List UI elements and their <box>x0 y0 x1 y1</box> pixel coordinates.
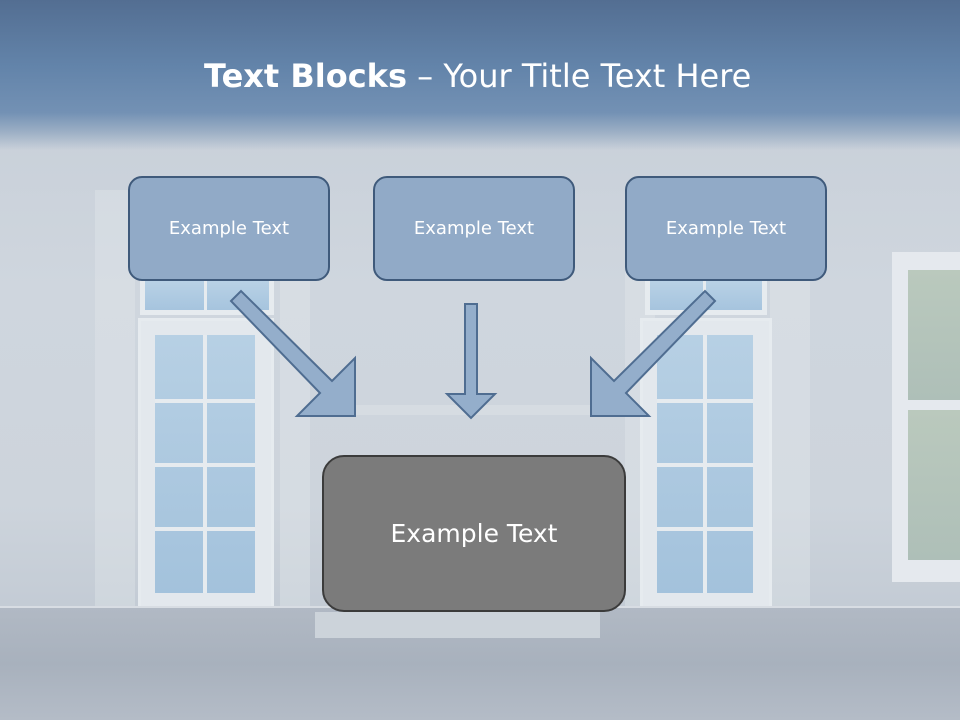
text-block-main[interactable]: Example Text <box>322 455 626 612</box>
text-block-right[interactable]: Example Text <box>625 176 827 281</box>
title-rest: – Your Title Text Here <box>407 57 752 95</box>
text-block-center-label: Example Text <box>413 218 535 239</box>
left-transom-window <box>140 275 274 315</box>
text-block-left[interactable]: Example Text <box>128 176 330 281</box>
arrow-center-down <box>444 303 498 420</box>
title-bold: Text Blocks <box>204 57 407 95</box>
text-block-center[interactable]: Example Text <box>373 176 575 281</box>
fireplace-hearth <box>315 612 600 638</box>
text-block-main-label: Example Text <box>390 519 558 548</box>
arrow-left-diagonal <box>229 289 356 417</box>
arrow-right-diagonal <box>590 289 717 417</box>
text-block-left-label: Example Text <box>168 218 290 239</box>
left-french-door <box>138 318 274 614</box>
text-block-right-label: Example Text <box>665 218 787 239</box>
title-band <box>0 0 960 150</box>
right-french-door <box>640 318 772 614</box>
slide-title: Text Blocks – Your Title Text Here <box>204 52 751 100</box>
side-window <box>892 252 960 582</box>
